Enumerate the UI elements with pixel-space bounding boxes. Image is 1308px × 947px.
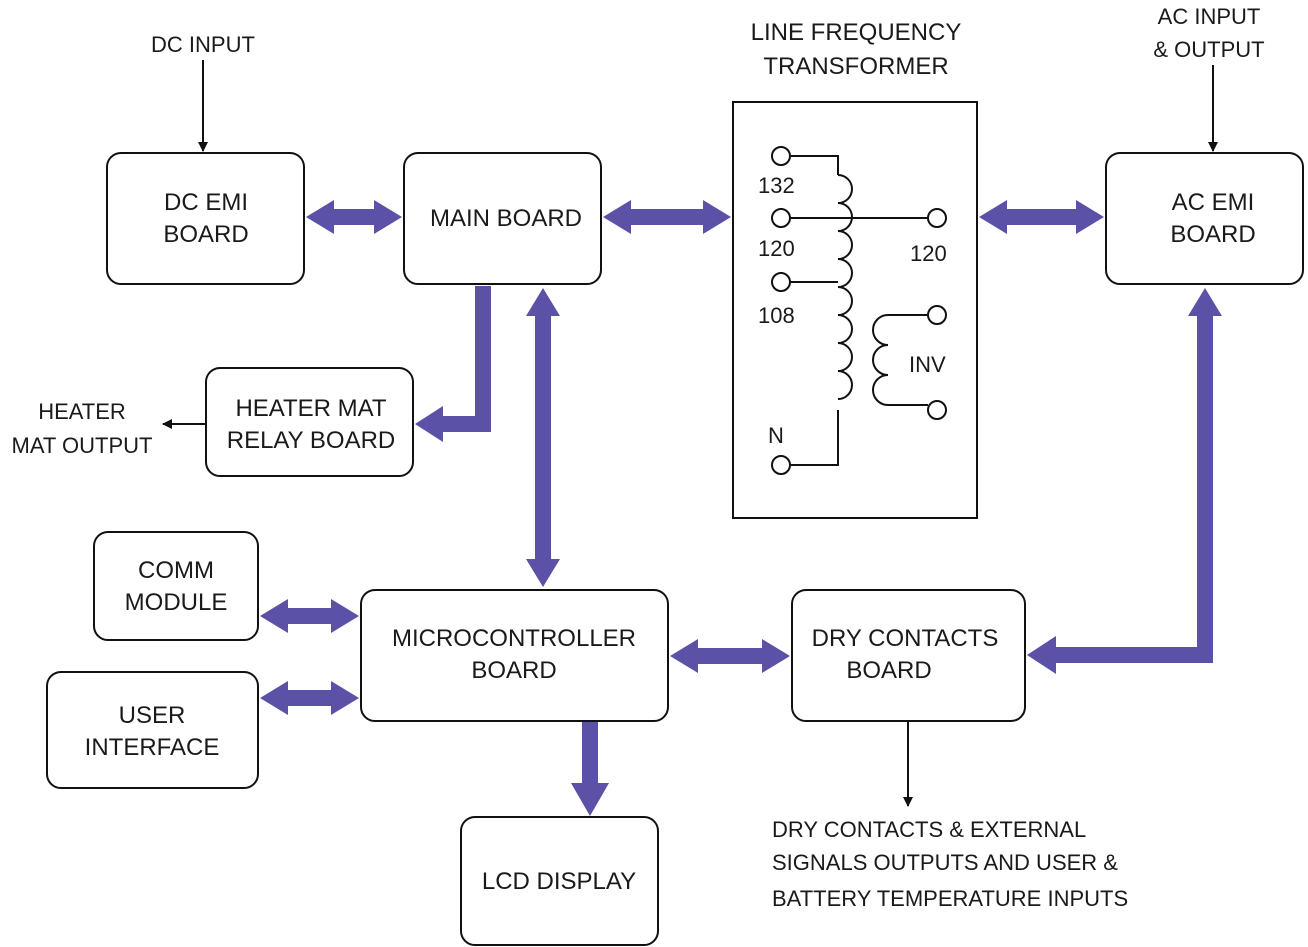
- transformer-schematic: [771, 146, 947, 475]
- heater-relay-board-label-1: HEATER MAT: [235, 395, 386, 422]
- dry-contacts-board-label-2: BOARD: [846, 657, 931, 684]
- comm-module-box: [93, 531, 259, 641]
- ui-micro-arrow: [260, 681, 359, 715]
- dry-contacts-output-label-2: SIGNALS OUTPUTS AND USER &: [772, 850, 1118, 875]
- ac-emi-board-label-2: BOARD: [1170, 221, 1255, 248]
- micro-dry-contacts-arrow: [670, 639, 790, 673]
- dc-emi-board-box: [106, 152, 305, 285]
- dry-contacts-output-label-1: DRY CONTACTS & EXTERNAL: [772, 817, 1086, 842]
- ac-output-label: & OUTPUT: [1153, 37, 1264, 62]
- ac-emi-dry-contacts-arrow: [1027, 288, 1222, 674]
- dc-emi-main-arrow: [306, 200, 402, 234]
- tap-120-terminal: [771, 208, 791, 228]
- microcontroller-board-label-1: MICROCONTROLLER: [392, 625, 636, 652]
- dry-contacts-output-label-3: BATTERY TEMPERATURE INPUTS: [772, 886, 1128, 911]
- ac-emi-board-box: [1105, 152, 1304, 285]
- neutral-label: N: [768, 423, 784, 448]
- heater-output-label-2: MAT OUTPUT: [12, 433, 153, 458]
- comm-module-label-1: COMM: [138, 557, 214, 584]
- heater-output-label-1: HEATER: [38, 399, 126, 424]
- tap-132-label: 132: [758, 173, 795, 198]
- dry-contacts-board-label-1: DRY CONTACTS: [812, 625, 999, 652]
- tap-108-label: 108: [758, 303, 795, 328]
- user-interface-label-1: USER: [119, 702, 186, 729]
- user-interface-box: [46, 671, 259, 789]
- neutral-wire: [791, 410, 839, 466]
- lcd-display-label: LCD DISPLAY: [482, 868, 636, 895]
- output-120-label: 120: [910, 241, 947, 266]
- dc-emi-board-label-2: BOARD: [163, 221, 248, 248]
- line-frequency-label: LINE FREQUENCY: [751, 19, 962, 46]
- inv-coil: [872, 314, 928, 406]
- transformer-ac-emi-arrow: [979, 200, 1104, 234]
- microcontroller-board-label-2: BOARD: [471, 657, 556, 684]
- microcontroller-board-box: [360, 589, 669, 722]
- tap-120-label: 120: [758, 236, 795, 261]
- heater-relay-board-label-2: RELAY BOARD: [227, 427, 396, 454]
- comm-micro-arrow: [260, 599, 359, 633]
- main-transformer-arrow: [603, 200, 731, 234]
- connector-arrows: [260, 200, 1222, 816]
- inv-bottom-terminal: [927, 400, 947, 420]
- ac-input-label: AC INPUT: [1158, 4, 1261, 29]
- main-board-box: [403, 152, 602, 285]
- tap-108-terminal: [771, 272, 791, 292]
- main-micro-arrow: [526, 288, 560, 587]
- ac-emi-board-label-1: AC EMI: [1172, 189, 1255, 216]
- dry-contacts-board-box: [791, 589, 1026, 722]
- dc-emi-board-label-1: DC EMI: [164, 189, 248, 216]
- main-board-label: MAIN BOARD: [430, 205, 582, 232]
- micro-lcd-arrow: [571, 722, 609, 816]
- user-interface-label-2: INTERFACE: [85, 734, 220, 761]
- primary-coil: [837, 174, 853, 400]
- tap-132-terminal: [771, 146, 791, 166]
- neutral-terminal: [771, 455, 791, 475]
- inv-top-terminal: [927, 305, 947, 325]
- output-120-terminal: [927, 208, 947, 228]
- lcd-display-box: [460, 816, 659, 946]
- dc-input-label: DC INPUT: [151, 32, 255, 57]
- transformer-frame: [732, 101, 978, 519]
- heater-relay-board-box: [205, 367, 414, 477]
- comm-module-label-2: MODULE: [125, 589, 228, 616]
- main-heater-relay-arrow: [415, 286, 491, 442]
- transformer-label: TRANSFORMER: [763, 53, 948, 80]
- inv-label: INV: [909, 352, 946, 377]
- tap-132-wire: [791, 155, 839, 175]
